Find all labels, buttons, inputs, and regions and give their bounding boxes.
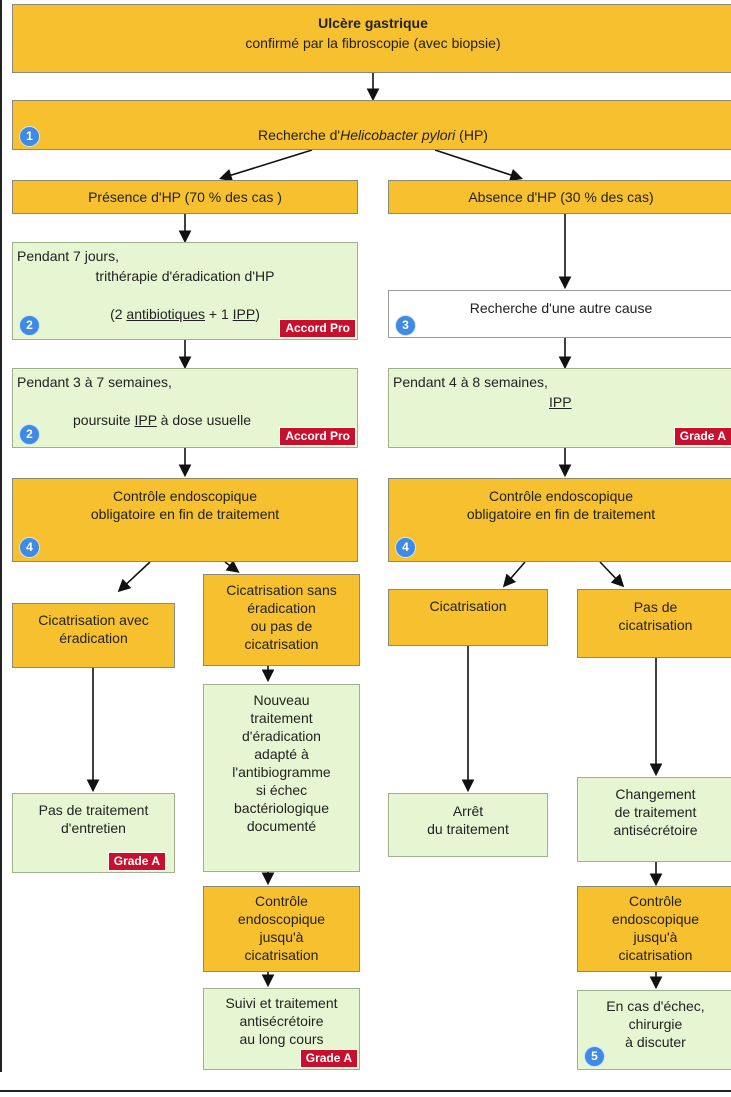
- echec-text: En cas d'échec, chirurgie à discuter: [606, 998, 705, 1050]
- accord-pro-badge-2: Accord Pro: [279, 427, 356, 446]
- arrow-recherche-to-absence: [434, 149, 524, 182]
- poursuite-line2-pre: poursuite: [73, 412, 135, 428]
- box-recherche-hp: Recherche d'Helicobacter pylori (HP) 1: [12, 100, 731, 150]
- cicatrisation-text: Cicatrisation: [429, 598, 507, 614]
- controle-left-line1: Contrôle endoscopique: [113, 488, 257, 504]
- top-box-ulcere: Ulcère gastrique confirmé par la fibrosc…: [12, 4, 731, 73]
- changement-text: Changement de traitement antisécrétoire: [613, 786, 698, 838]
- controle-jusqu-left-text: Contrôle endoscopique jusqu'à cicatrisat…: [237, 893, 326, 963]
- tritherapie-line3-pre: (2: [110, 306, 127, 322]
- box-controle-right: Contrôle endoscopique obligatoire en fin…: [388, 478, 731, 562]
- step-number-3: 3: [395, 315, 416, 336]
- box-cicatrisation: Cicatrisation: [388, 589, 548, 646]
- presence-text: Présence d'HP (70 % des cas ): [88, 189, 282, 205]
- autre-cause-text: Recherche d'une autre cause: [469, 300, 653, 316]
- controle-jusqu-right-text: Contrôle endoscopique jusqu'à cicatrisat…: [611, 893, 700, 963]
- suivi-text: Suivi et traitement antisécrétoire au lo…: [225, 995, 338, 1047]
- top-title: Ulcère gastrique: [318, 15, 428, 31]
- tritherapie-line2: trithérapie d'éradication d'HP: [95, 268, 275, 284]
- step-number-2: 2: [19, 315, 40, 336]
- arrow-controle-to-cica-sans: [224, 560, 240, 573]
- recherche-organism: Helicobacter pylori: [340, 127, 456, 143]
- box-arret: Arrêt du traitement: [388, 793, 548, 857]
- box-autre-cause: Recherche d'une autre cause 3: [388, 290, 731, 338]
- recherche-text: Recherche d'Helicobacter pylori (HP): [13, 108, 731, 144]
- bottom-border-line: [0, 1090, 731, 1092]
- grade-a-badge-entretien: Grade A: [107, 852, 166, 871]
- arret-text: Arrêt du traitement: [427, 803, 509, 837]
- tritherapie-line3-post: ): [255, 306, 260, 322]
- box-poursuite-ipp: Pendant 3 à 7 semaines, poursuite IPP à …: [12, 368, 358, 448]
- arrow-controle-to-pas-cica: [599, 561, 625, 588]
- top-subtitle: confirmé par la fibroscopie (avec biopsi…: [245, 35, 501, 51]
- left-border-line: [0, 0, 2, 1072]
- controle-left-line2: obligatoire en fin de traitement: [90, 506, 280, 522]
- link-ipp-right[interactable]: IPP: [549, 394, 572, 410]
- arrow-recherche-to-presence: [218, 149, 313, 182]
- recherche-suffix: (HP): [455, 127, 488, 143]
- poursuite-line2-post: à dose usuelle: [156, 412, 251, 428]
- link-ipp[interactable]: IPP: [232, 306, 256, 322]
- step-number-2b: 2: [19, 424, 40, 445]
- cica-sans-text: Cicatrisation sans éradication ou pas de…: [226, 582, 337, 652]
- link-antibiotiques[interactable]: antibiotiques: [126, 306, 206, 322]
- box-pas-cicatrisation: Pas de cicatrisation: [577, 589, 731, 658]
- nouveau-text: Nouveau traitement d'éradication adapté …: [232, 692, 331, 834]
- tritherapie-line1: Pendant 7 jours,: [17, 248, 119, 264]
- recherche-prefix: Recherche d': [258, 127, 341, 143]
- controle-right-line2: obligatoire en fin de traitement: [466, 506, 656, 522]
- step-number-1: 1: [19, 126, 40, 147]
- pas-cica-text: Pas de cicatrisation: [618, 599, 693, 633]
- controle-right-line1: Contrôle endoscopique: [489, 488, 633, 504]
- accord-pro-badge: Accord Pro: [279, 319, 356, 338]
- tritherapie-line3-mid: + 1: [205, 306, 233, 322]
- box-controle-left: Contrôle endoscopique obligatoire en fin…: [12, 478, 358, 562]
- box-controle-jusqu-right: Contrôle endoscopique jusqu'à cicatrisat…: [577, 886, 731, 972]
- poursuite-line1: Pendant 3 à 7 semaines,: [17, 374, 172, 390]
- pas-entretien-text: Pas de traitement d'entretien: [38, 802, 149, 836]
- poursuite-line2: poursuite IPP à dose usuelle: [73, 393, 251, 429]
- box-ipp-right: Pendant 4 à 8 semaines, IPP Grade A: [388, 368, 731, 448]
- arrow-controle-to-cicatrisation: [502, 561, 526, 588]
- box-cica-sans: Cicatrisation sans éradication ou pas de…: [203, 574, 360, 666]
- step-number-4-right: 4: [395, 537, 416, 558]
- grade-a-badge-suivi: Grade A: [299, 1049, 358, 1068]
- box-suivi: Suivi et traitement antisécrétoire au lo…: [203, 988, 360, 1070]
- cica-avec-text: Cicatrisation avec éradication: [38, 612, 149, 646]
- box-echec-chirurgie: En cas d'échec, chirurgie à discuter 5: [577, 990, 731, 1070]
- grade-a-badge-ipp: Grade A: [673, 427, 731, 446]
- link-ipp-poursuite[interactable]: IPP: [134, 412, 157, 428]
- absence-text: Absence d'HP (30 % des cas): [468, 189, 654, 205]
- box-pas-entretien: Pas de traitement d'entretien Grade A: [12, 793, 175, 873]
- arrow-controle-to-cica-avec: [117, 561, 151, 593]
- step-number-4: 4: [19, 537, 40, 558]
- box-controle-jusqu-left: Contrôle endoscopique jusqu'à cicatrisat…: [203, 886, 360, 972]
- box-nouveau-traitement: Nouveau traitement d'éradication adapté …: [203, 684, 360, 872]
- box-presence-hp: Présence d'HP (70 % des cas ): [12, 180, 358, 214]
- ipp-right-line1: Pendant 4 à 8 semaines,: [393, 374, 548, 390]
- box-tritherapie: Pendant 7 jours, trithérapie d'éradicati…: [12, 242, 358, 340]
- box-changement: Changement de traitement antisécrétoire: [577, 777, 731, 862]
- box-absence-hp: Absence d'HP (30 % des cas): [388, 180, 731, 214]
- tritherapie-line3: (2 antibiotiques + 1 IPP): [13, 287, 357, 323]
- step-number-5: 5: [584, 1046, 605, 1067]
- box-cica-avec: Cicatrisation avec éradication: [12, 603, 175, 668]
